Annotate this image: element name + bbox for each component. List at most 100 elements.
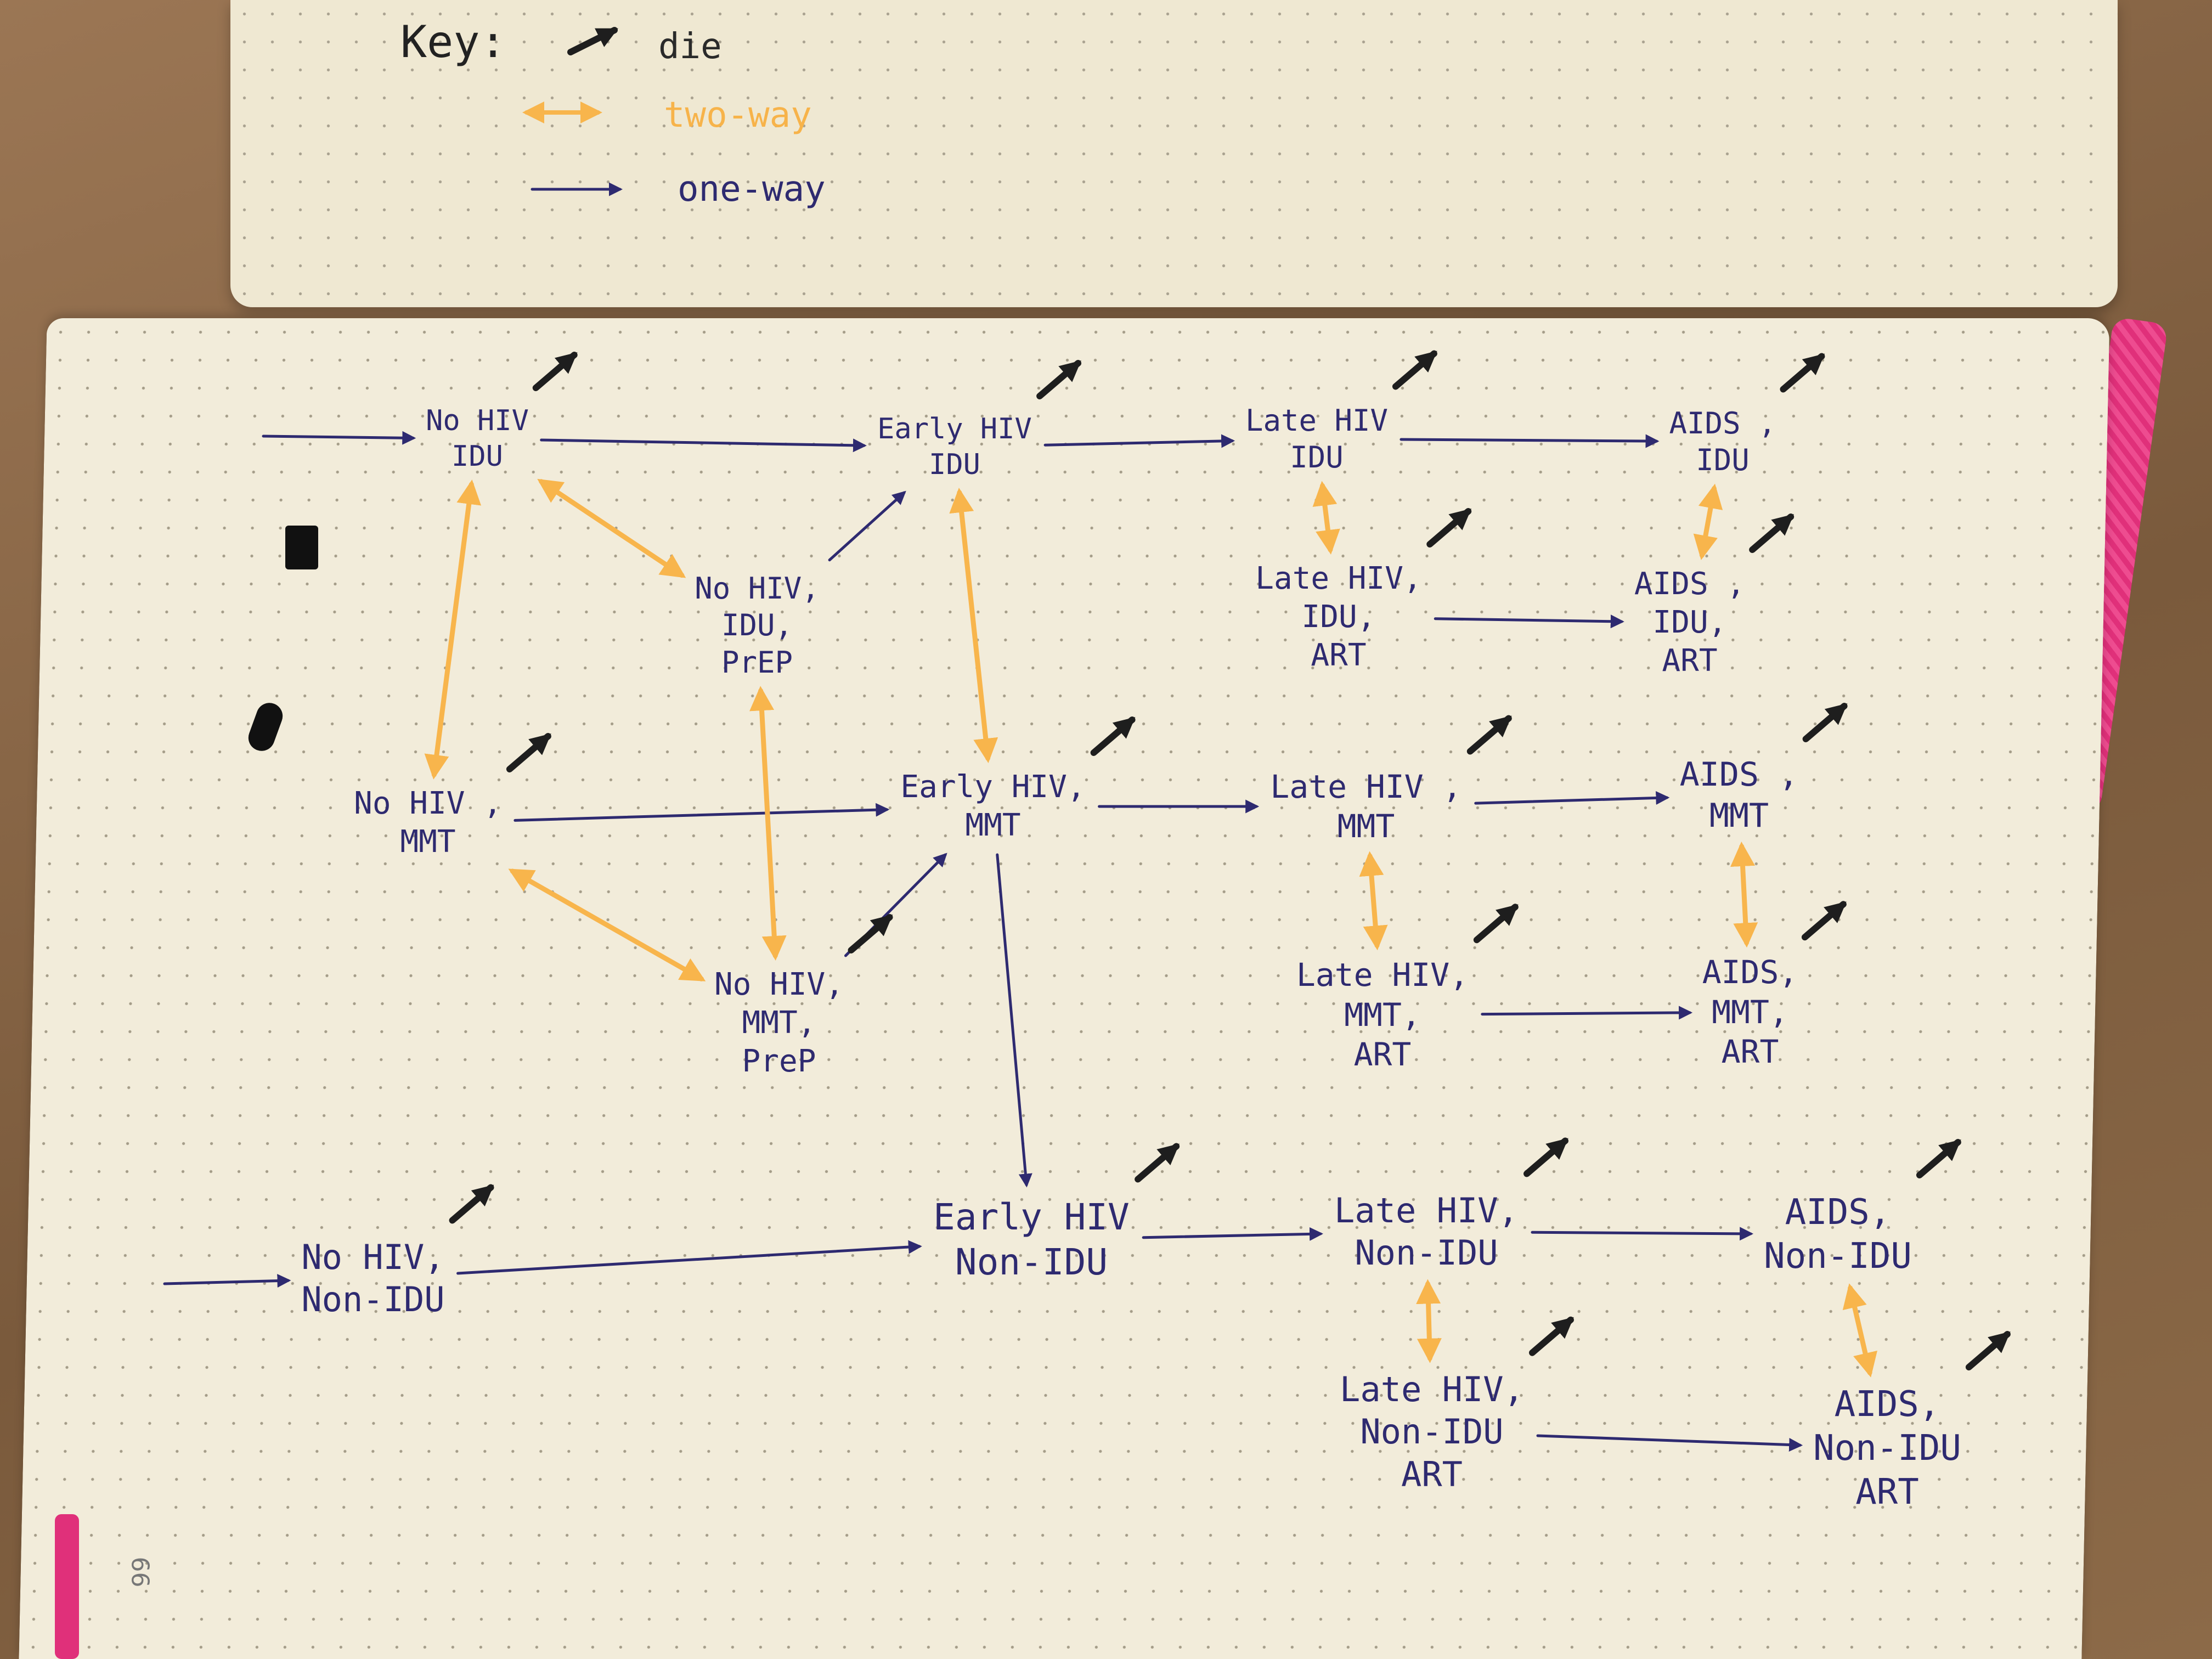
state-node-aids-mmt: AIDS ,MMT	[1678, 754, 1800, 837]
state-node-line: ART	[1353, 1036, 1412, 1074]
state-node-line: No HIV,	[714, 967, 844, 1002]
key-label-one-way: one-way	[678, 169, 826, 210]
die-arrow	[1135, 1143, 1180, 1183]
state-node-line: AIDS ,	[1669, 405, 1776, 441]
notebook-top-page	[230, 0, 2118, 307]
state-node-line: MMT	[1337, 808, 1395, 845]
two-way-arrow	[508, 868, 706, 981]
state-node-line: No HIV,	[301, 1237, 445, 1277]
one-way-arrow	[163, 1274, 291, 1288]
state-node-line: IDU,	[1652, 605, 1727, 640]
state-node-line: Non-IDU	[1813, 1428, 1961, 1469]
die-arrow	[1523, 1137, 1568, 1177]
die-arrow	[1426, 508, 1472, 548]
one-way-arrow	[262, 431, 416, 445]
die-arrow	[1965, 1331, 2011, 1370]
state-node-line: PreP	[742, 1043, 816, 1079]
state-node-line: IDU	[929, 448, 980, 481]
die-arrow	[1802, 703, 1848, 742]
state-node-aids-idu-art: AIDS ,IDU,ART	[1633, 565, 1747, 680]
key-title: Key:	[400, 16, 506, 67]
state-node-nohiv-idu-prep: No HIV,IDU,PrEP	[693, 570, 821, 681]
one-way-arrow	[456, 1240, 922, 1275]
two-way-arrow	[1416, 1279, 1442, 1363]
state-node-line: No HIV,	[695, 571, 820, 606]
die-arrow	[449, 1184, 494, 1224]
state-node-line: Non-IDU	[1764, 1236, 1912, 1277]
state-node-line: Non-IDU	[1360, 1412, 1504, 1452]
state-node-line: ART	[1721, 1033, 1779, 1071]
one-way-arrow	[1400, 434, 1660, 448]
state-node-line: MMT,	[742, 1005, 816, 1041]
two-way-arrow	[1693, 483, 1723, 560]
state-node-aids-mmt-art: AIDS,MMT,ART	[1701, 952, 1799, 1072]
die-arrow	[1916, 1139, 1961, 1178]
state-node-nohiv-mmt: No HIV ,MMT	[352, 785, 504, 861]
one-way-arrow	[1481, 1006, 1693, 1020]
die-arrow	[1780, 353, 1825, 393]
one-way-arrow	[1536, 1434, 1803, 1452]
one-way-arrow	[996, 853, 1032, 1188]
state-node-line: ART	[1662, 643, 1718, 679]
key-die-arrow	[567, 27, 618, 55]
state-node-line: ART	[1855, 1472, 1919, 1513]
state-node-line: IDU,	[1301, 599, 1376, 635]
state-node-line: Non-IDU	[1355, 1233, 1498, 1273]
one-way-arrow	[1043, 434, 1235, 448]
state-node-earlyhiv-mmt: Early HIV,MMT	[898, 768, 1088, 845]
state-node-line: PrEP	[721, 645, 793, 680]
one-way-arrow	[1434, 614, 1624, 629]
two-way-arrow	[1359, 851, 1388, 951]
state-node-latehiv-mmt-art: Late HIV,MMT,ART	[1294, 955, 1471, 1075]
state-node-latehiv-idu-art: Late HIV,IDU,ART	[1253, 560, 1424, 675]
die-arrow	[532, 352, 578, 391]
state-node-line: Late HIV,	[1255, 561, 1422, 596]
state-node-line: IDU	[1696, 443, 1750, 477]
bookmark-ribbon-bottom	[55, 1514, 79, 1659]
state-node-line: Late HIV	[1245, 403, 1389, 438]
state-node-line: IDU	[1290, 440, 1344, 475]
state-node-line: Late HIV,	[1296, 956, 1469, 994]
state-node-line: AIDS,	[1834, 1384, 1940, 1425]
one-way-arrow	[828, 490, 906, 562]
two-way-arrow	[1730, 842, 1758, 948]
die-arrow	[506, 733, 551, 772]
key-label-die: die	[658, 26, 722, 67]
state-node-nohiv-nonidu: No HIV,Non-IDU	[299, 1236, 447, 1321]
state-node-line: MMT	[1709, 797, 1769, 835]
state-node-latehiv-mmt: Late HIV ,MMT	[1267, 767, 1465, 847]
one-way-arrow	[1142, 1227, 1324, 1241]
state-node-line: No HIV	[426, 404, 529, 437]
state-node-line: MMT,	[1344, 996, 1421, 1034]
redaction-mark	[285, 526, 318, 569]
state-node-line: Late HIV ,	[1270, 768, 1462, 805]
state-node-line: Non-IDU	[955, 1241, 1108, 1283]
state-node-line: Late HIV,	[1334, 1190, 1519, 1231]
state-node-line: Early HIV,	[900, 769, 1086, 805]
die-arrow	[1749, 514, 1795, 553]
one-way-arrow	[1531, 1227, 1754, 1241]
state-node-line: AIDS ,	[1634, 566, 1746, 602]
state-node-line: Non-IDU	[301, 1279, 445, 1319]
state-node-latehiv-nonidu: Late HIV,Non-IDU	[1331, 1189, 1521, 1274]
state-node-aids-idu: AIDS ,IDU	[1668, 405, 1778, 479]
die-arrow	[1801, 901, 1847, 941]
two-way-arrow	[949, 488, 998, 763]
state-node-line: Early HIV	[877, 413, 1032, 445]
state-node-aids-nonidu: AIDS,Non-IDU	[1762, 1190, 1914, 1278]
state-node-line: Early HIV	[933, 1195, 1130, 1238]
state-node-line: MMT	[965, 808, 1021, 843]
two-way-arrow	[537, 478, 686, 578]
state-node-line: IDU,	[721, 608, 793, 643]
state-node-line: MMT	[400, 824, 456, 860]
state-node-line: ART	[1401, 1454, 1463, 1494]
die-arrow	[1036, 360, 1082, 399]
key-label-two-way: two-way	[664, 95, 812, 136]
state-node-nohiv-mmt-prep: No HIV,MMT,PreP	[712, 966, 845, 1081]
state-node-line: AIDS,	[1702, 953, 1798, 991]
